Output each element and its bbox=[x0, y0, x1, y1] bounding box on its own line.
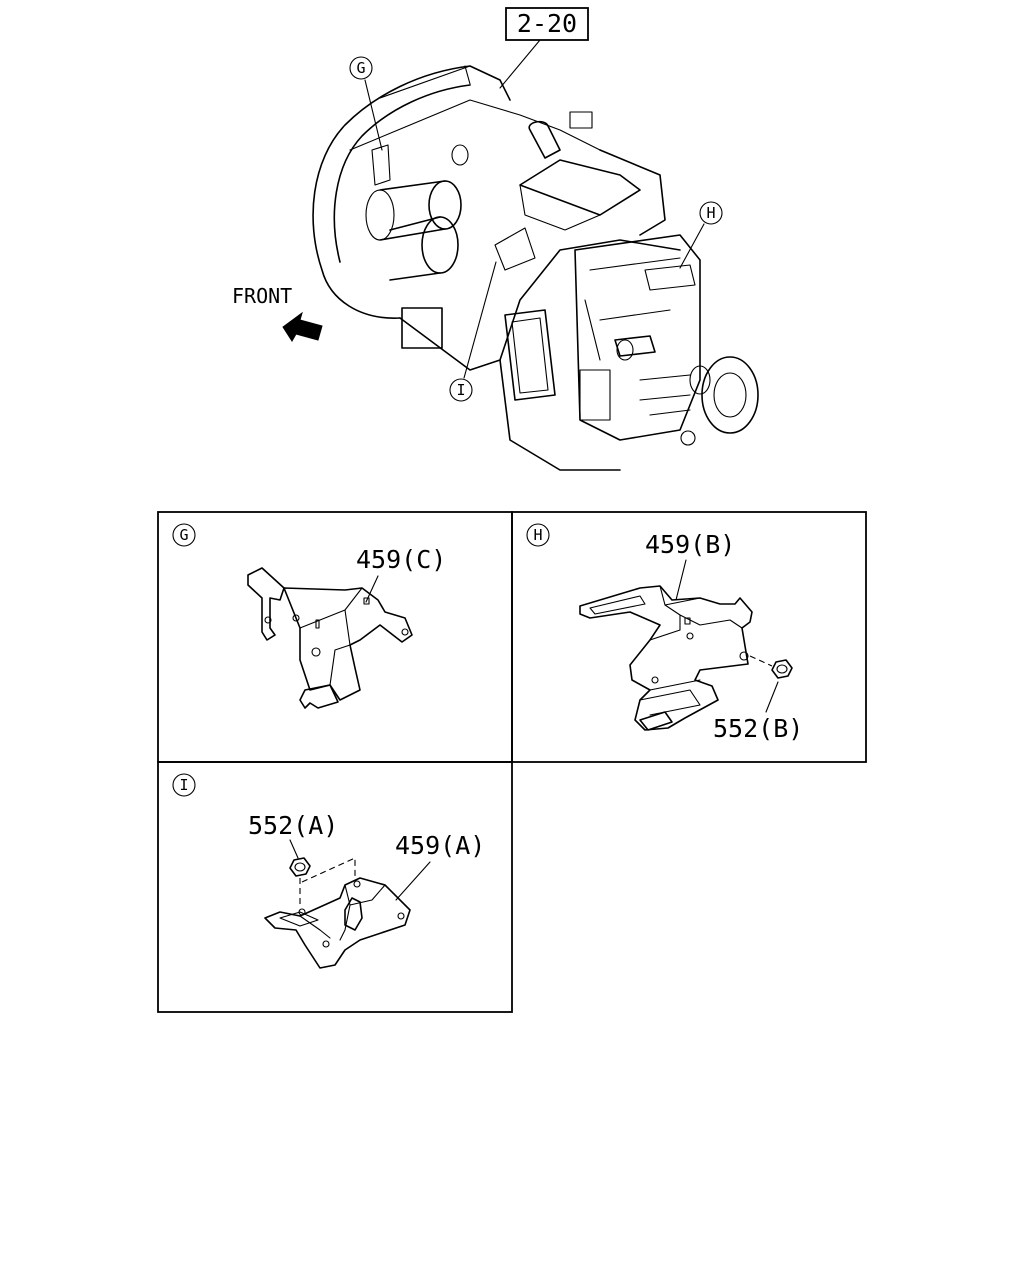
bracket-459b-icon bbox=[579, 585, 753, 731]
transmission-illustration: 2-20 bbox=[232, 7, 759, 471]
callout-h: H bbox=[679, 201, 723, 269]
panel-h: H 459(B) 552(B) bbox=[526, 523, 803, 743]
callout-g: G bbox=[349, 56, 383, 151]
nut-552a-icon bbox=[289, 857, 311, 908]
panel-g: G 459(C) bbox=[172, 523, 446, 709]
panel-g-id: G bbox=[179, 526, 188, 544]
part-label-459c: 459(C) bbox=[356, 545, 446, 574]
svg-text:H: H bbox=[706, 204, 715, 222]
front-arrow-icon bbox=[282, 311, 323, 342]
bracket-459a-icon bbox=[264, 857, 411, 969]
bracket-459c-icon bbox=[247, 567, 413, 709]
part-label-459a: 459(A) bbox=[395, 831, 485, 860]
callout-i: I bbox=[449, 261, 497, 402]
part-label-552a: 552(A) bbox=[248, 811, 338, 840]
part-label-459b: 459(B) bbox=[645, 530, 735, 559]
nut-552b-icon bbox=[749, 655, 793, 679]
panel-i-id: I bbox=[179, 776, 188, 794]
panel-h-id: H bbox=[533, 526, 542, 544]
reference-box-label: 2-20 bbox=[517, 9, 577, 38]
front-label: FRONT bbox=[232, 284, 292, 308]
svg-text:I: I bbox=[456, 381, 465, 399]
part-label-552b: 552(B) bbox=[713, 714, 803, 743]
detail-panels: G 459(C) H 459(B) bbox=[157, 511, 867, 1013]
svg-text:G: G bbox=[356, 59, 365, 77]
panel-i: I 552(A) 459(A) bbox=[172, 773, 485, 969]
reference-box: 2-20 bbox=[499, 7, 589, 89]
